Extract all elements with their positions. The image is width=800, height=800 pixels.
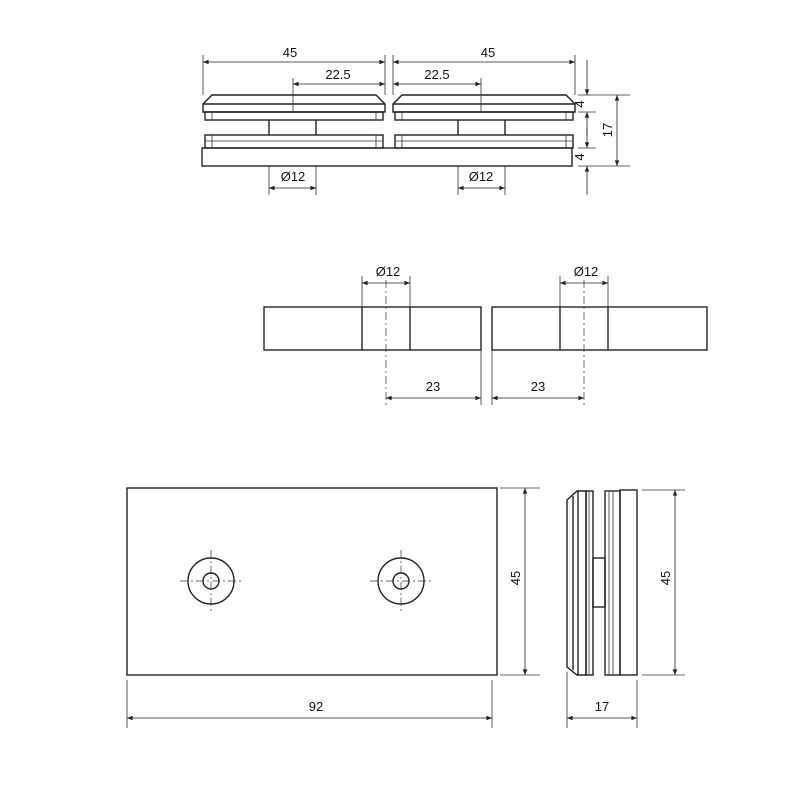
middle-view: Ø12 Ø12 23 23 xyxy=(263,264,708,405)
label-hole-left: Ø12 xyxy=(376,264,401,279)
label-front-height: 45 xyxy=(508,571,523,585)
label-offset-right: 23 xyxy=(531,379,545,394)
label-cap-top: 4 xyxy=(572,100,587,107)
clamp-left-profile xyxy=(202,94,386,149)
screw-hole-left xyxy=(180,550,242,612)
label-width-left: 45 xyxy=(283,45,297,60)
label-cap-bottom: 4 xyxy=(572,153,587,160)
label-width-right: 45 xyxy=(481,45,495,60)
label-hole-right: Ø12 xyxy=(574,264,599,279)
front-view: 45 92 xyxy=(126,487,540,728)
clamp-right-profile xyxy=(392,94,576,149)
label-side-depth: 17 xyxy=(595,699,609,714)
label-side-height: 45 xyxy=(658,571,673,585)
label-total-height: 17 xyxy=(600,123,615,137)
side-view: 45 17 xyxy=(566,489,685,728)
top-view: 45 45 22.5 22.5 Ø12 Ø12 4 4 17 xyxy=(201,45,630,195)
plate-left xyxy=(263,306,482,351)
label-dia-right: Ø12 xyxy=(469,169,494,184)
label-half-left: 22.5 xyxy=(325,67,350,82)
plate-right xyxy=(491,306,708,351)
label-offset-left: 23 xyxy=(426,379,440,394)
label-dia-left: Ø12 xyxy=(281,169,306,184)
front-plate xyxy=(126,487,498,676)
label-front-length: 92 xyxy=(309,699,323,714)
label-half-right: 22.5 xyxy=(424,67,449,82)
screw-hole-right xyxy=(370,550,432,612)
base-plate xyxy=(201,147,573,167)
